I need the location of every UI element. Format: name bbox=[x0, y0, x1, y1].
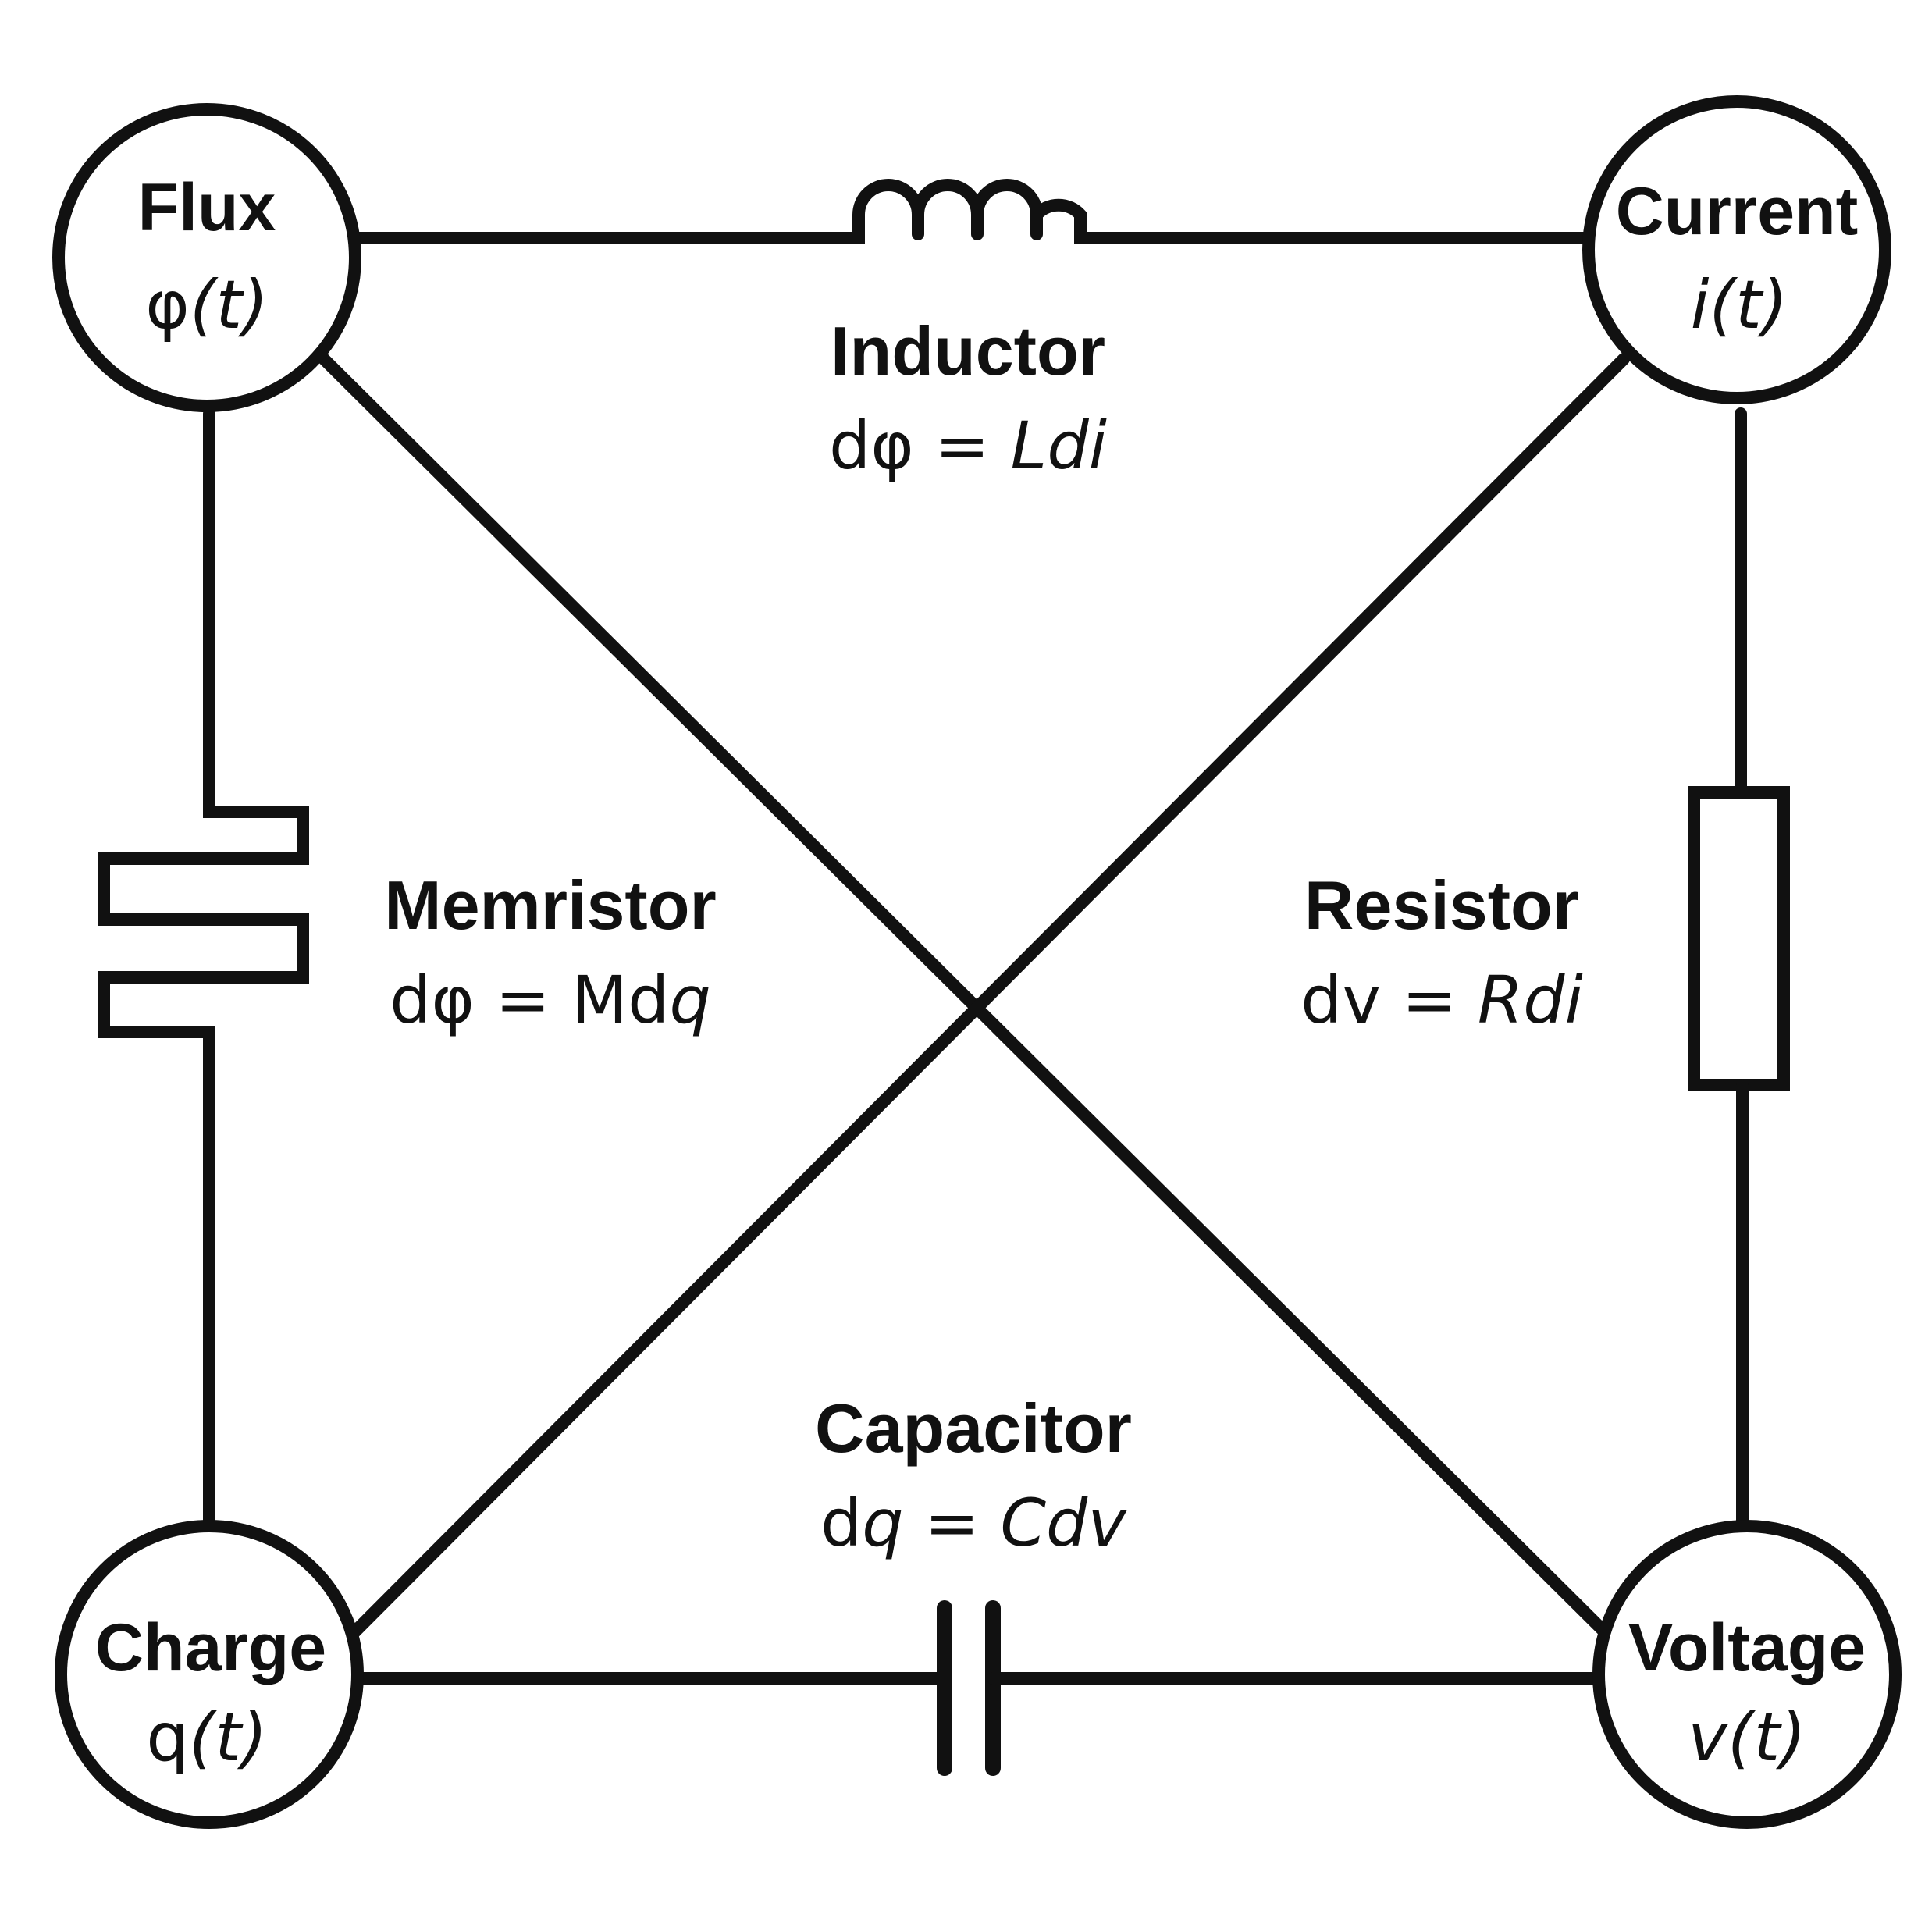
inductor-name: Inductor bbox=[831, 312, 1105, 390]
inductor-equation: dφ = Ldi bbox=[829, 407, 1107, 484]
node-current-name: Current bbox=[1616, 174, 1859, 249]
node-flux-name: Flux bbox=[138, 170, 276, 245]
node-voltage: Voltage v(t) bbox=[1592, 1520, 1902, 1829]
resistor-symbol bbox=[1688, 786, 1790, 1091]
node-flux: Flux φ(t) bbox=[52, 103, 361, 412]
label-resistor: Resistor dv = Rdi bbox=[1300, 866, 1583, 1038]
node-current-symbol: i(t) bbox=[1691, 266, 1788, 344]
capacitor-equation: dq = Cdv bbox=[820, 1485, 1127, 1561]
diagonal-current-charge bbox=[349, 353, 1630, 1638]
resistor-name: Resistor bbox=[1304, 866, 1579, 944]
node-charge-name: Charge bbox=[95, 1610, 326, 1685]
inductor-symbol bbox=[353, 179, 1595, 244]
capacitor-name: Capacitor bbox=[815, 1389, 1132, 1467]
node-charge: Charge q(t) bbox=[55, 1520, 364, 1829]
label-capacitor: Capacitor dq = Cdv bbox=[815, 1389, 1132, 1561]
memristor-equation: dφ = Mdq bbox=[390, 962, 711, 1038]
memristor-name: Memristor bbox=[384, 866, 716, 944]
node-voltage-symbol: v(t) bbox=[1688, 1699, 1806, 1777]
label-inductor: Inductor dφ = Ldi bbox=[829, 312, 1107, 484]
node-flux-symbol: φ(t) bbox=[145, 266, 269, 344]
node-voltage-name: Voltage bbox=[1628, 1610, 1866, 1685]
label-memristor: Memristor dφ = Mdq bbox=[384, 866, 716, 1038]
memristor-symbol bbox=[98, 407, 309, 1528]
node-current: Current i(t) bbox=[1582, 95, 1891, 404]
diagonal-flux-voltage bbox=[318, 353, 1610, 1638]
resistor-equation: dv = Rdi bbox=[1300, 962, 1583, 1038]
node-charge-symbol: q(t) bbox=[146, 1699, 267, 1777]
